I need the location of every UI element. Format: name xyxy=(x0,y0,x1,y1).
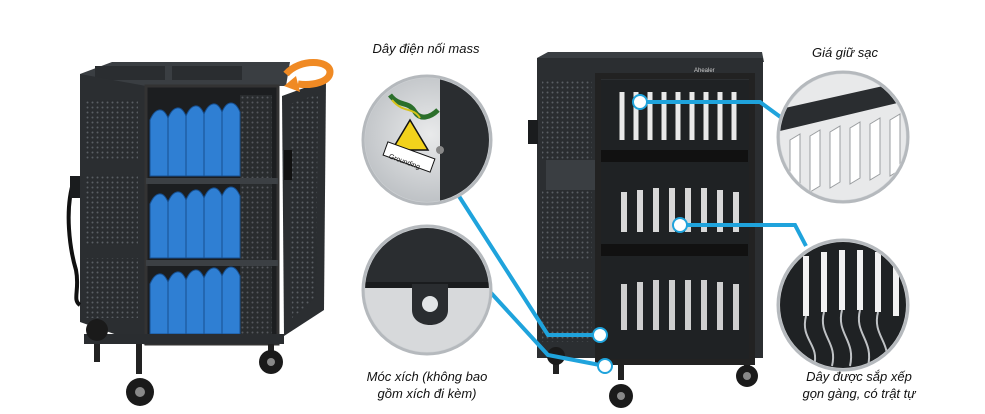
callout-line-cables xyxy=(680,223,808,247)
organized-cables-label: Dây được sắp xếp gọn gàng, có trật tự xyxy=(784,368,934,402)
organized-cables-label-line2: gọn gàng, có trật tự xyxy=(802,386,916,401)
chain-hook-label-line1: Móc xích (không bao xyxy=(366,369,488,384)
grounding-wire-label: Dây điện nối mass xyxy=(372,41,480,56)
charger-holder-label: Giá giữ sạc xyxy=(811,45,879,60)
callout-line-grounding xyxy=(453,188,600,337)
chain-hook-label-line2: gồm xích đi kèm) xyxy=(377,386,477,401)
open-charging-cart xyxy=(66,59,334,406)
organized-cables-detail-circle xyxy=(776,238,910,372)
callout-lines xyxy=(453,100,808,368)
chain-hook-detail-circle xyxy=(361,224,493,356)
organized-cables-label-line1: Dây được sắp xếp xyxy=(806,369,912,384)
front-charging-cart xyxy=(528,52,764,408)
grounding-wire-detail-circle xyxy=(361,74,493,206)
callout-line-hook xyxy=(468,268,606,368)
brand-mark: Ahealer xyxy=(694,68,715,74)
chain-hook-label: Móc xích (không bao gồm xích đi kèm) xyxy=(352,368,502,402)
charger-holder-detail-circle xyxy=(776,70,910,204)
